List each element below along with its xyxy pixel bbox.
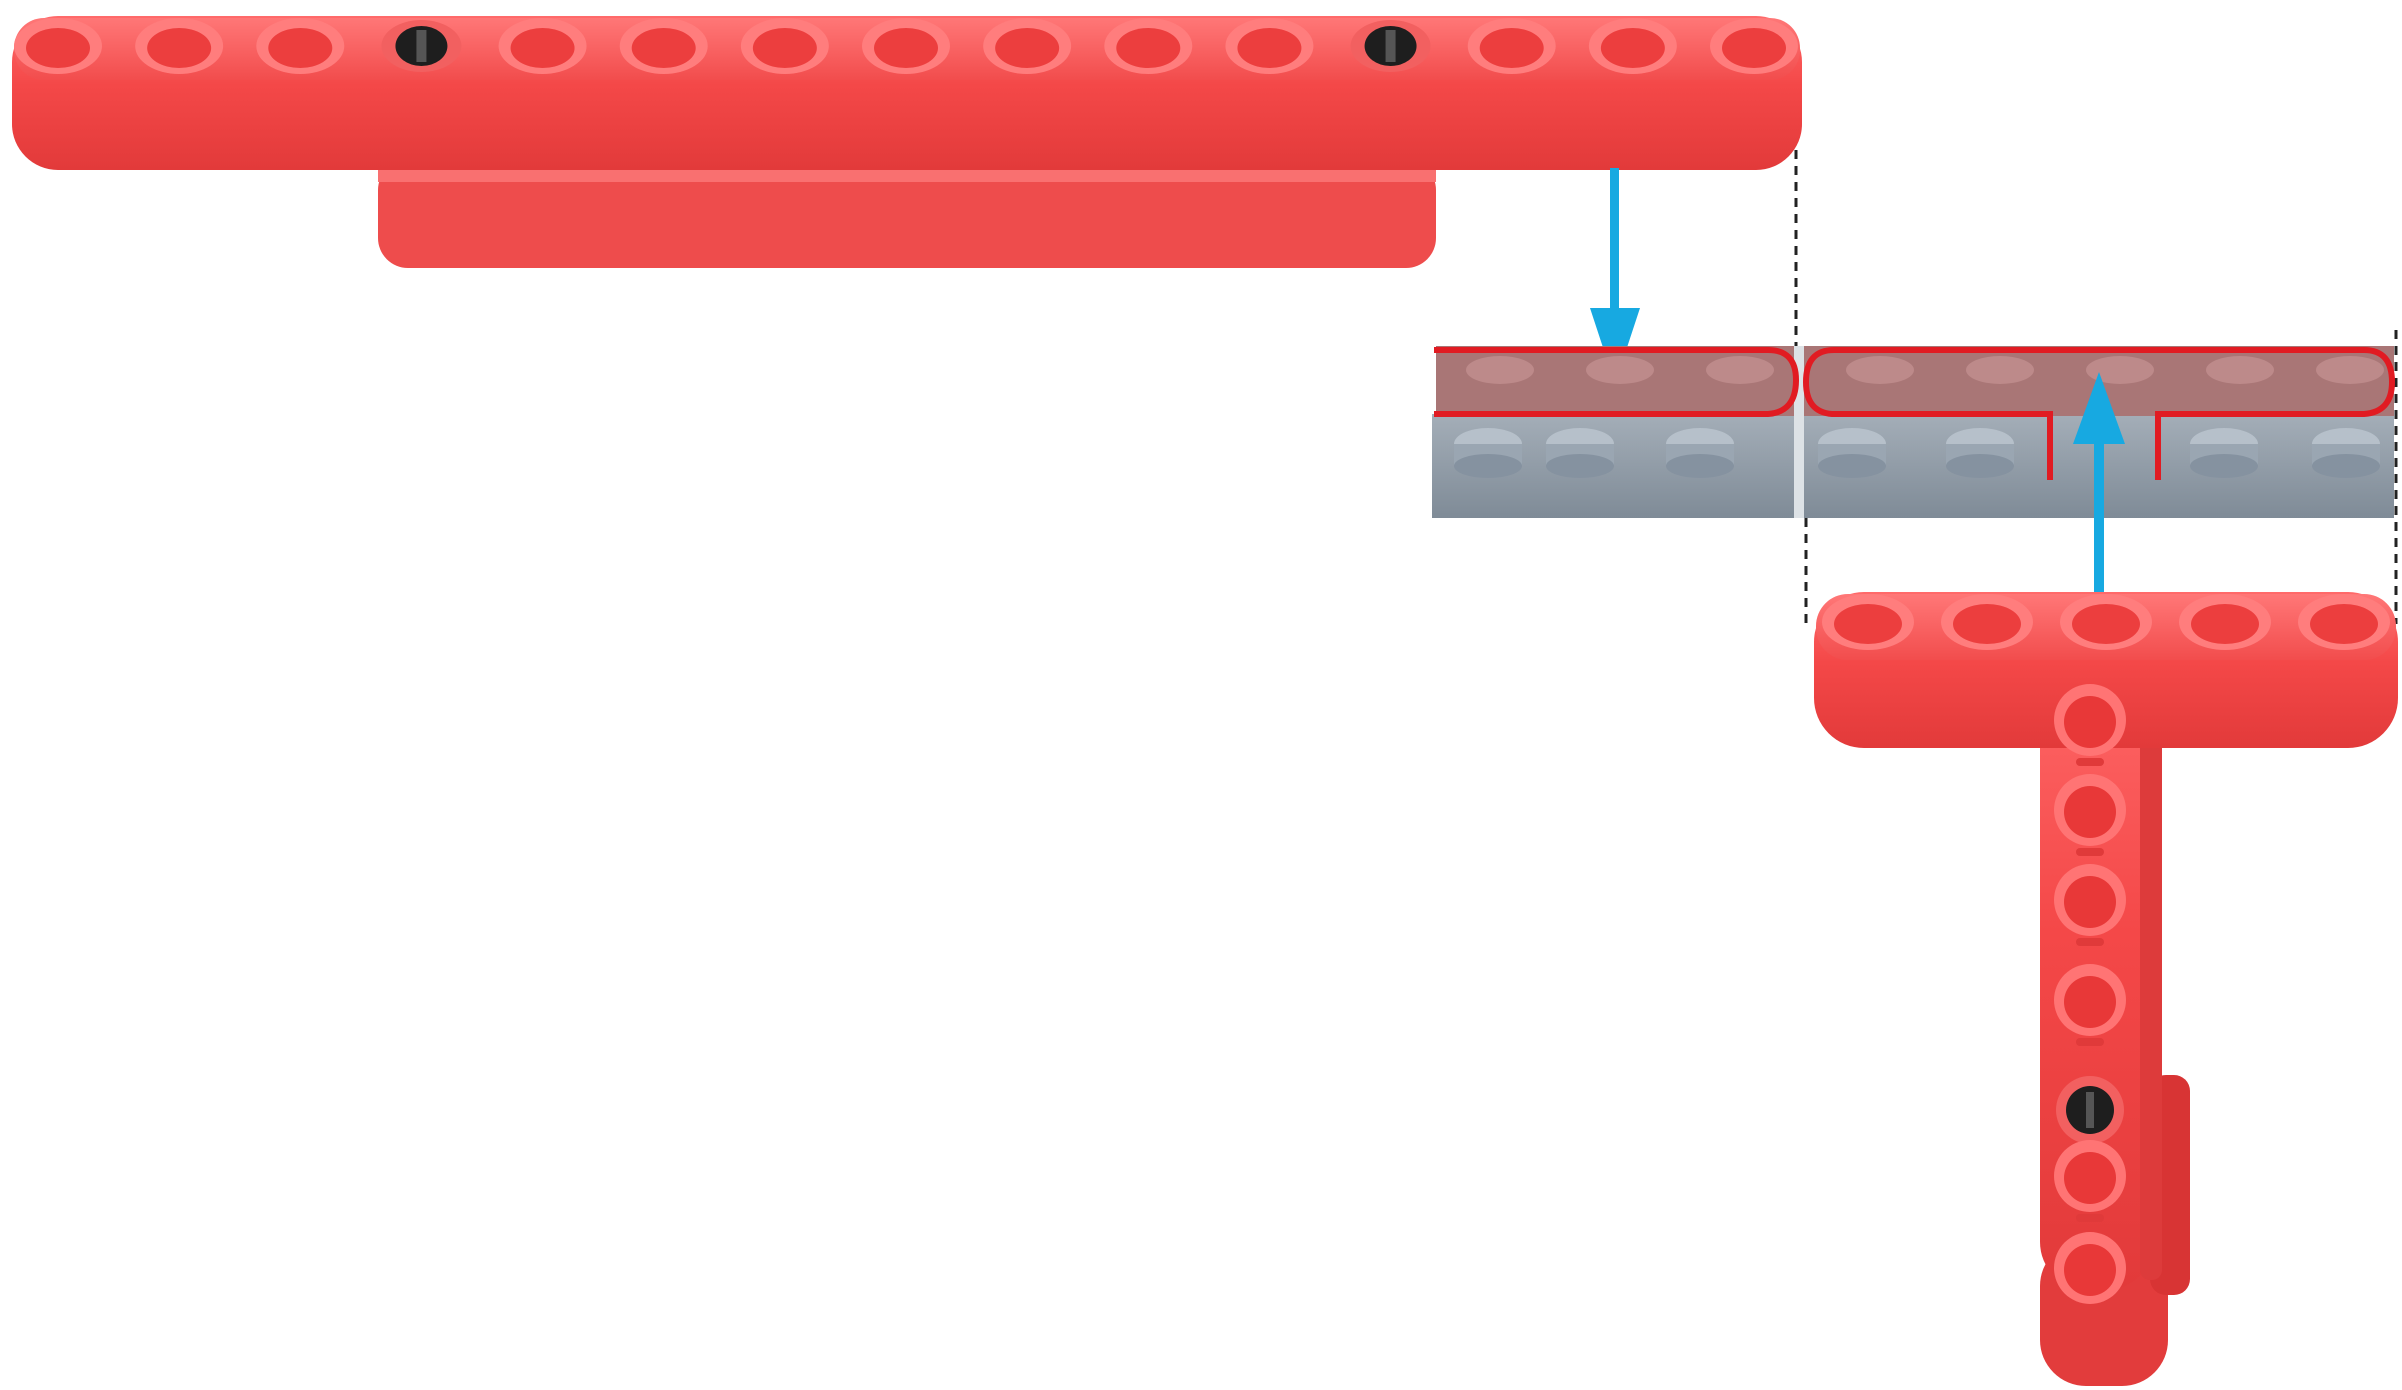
brown-stud [1966, 356, 2034, 384]
t-beam-notch [2076, 1038, 2104, 1046]
beam-hole [511, 28, 575, 68]
brown-stud [1706, 356, 1774, 384]
long-beam-holes [14, 18, 1798, 74]
beam-hole [874, 28, 938, 68]
brown-stud [1586, 356, 1654, 384]
beam-hole [1237, 28, 1301, 68]
t-beam-hole [2310, 604, 2378, 644]
brown-stud [2206, 356, 2274, 384]
pin-slot [2086, 1092, 2094, 1128]
t-beam-hole [2064, 786, 2116, 838]
t-beam-hole [2064, 976, 2116, 1028]
gray-stud-base [1454, 454, 1522, 478]
t-beam-hole [2064, 1152, 2116, 1204]
t-beam-notch [2076, 938, 2104, 946]
pin-slot [1386, 30, 1396, 62]
beam-hole [147, 28, 211, 68]
t-beam-hole [1953, 604, 2021, 644]
t-beam-hole [2191, 604, 2259, 644]
gray-stud-base [1666, 454, 1734, 478]
long-beam [12, 16, 1802, 268]
beam-hole [995, 28, 1059, 68]
t-beam-hole [2072, 604, 2140, 644]
beam-hole [1722, 28, 1786, 68]
beam-hole [1601, 28, 1665, 68]
gray-stud-base [1946, 454, 2014, 478]
beam-hole [26, 28, 90, 68]
t-beam-notch [2076, 758, 2104, 766]
brown-stud [1846, 356, 1914, 384]
beam-hole [1480, 28, 1544, 68]
t-beam-hole [2064, 876, 2116, 928]
t-beam-notch [2076, 848, 2104, 856]
beam-hole [753, 28, 817, 68]
gray-stud-base [1818, 454, 1886, 478]
brown-stud [1466, 356, 1534, 384]
t-beam [1814, 592, 2398, 1386]
beam-hole [268, 28, 332, 68]
t-beam-notch [2076, 1214, 2104, 1222]
brown-stud [2316, 356, 2384, 384]
t-beam-hole [2064, 696, 2116, 748]
gray-stud-base [2312, 454, 2380, 478]
gray-stud-base [1546, 454, 1614, 478]
gray-stud-base [2190, 454, 2258, 478]
beam-hole [632, 28, 696, 68]
beam-hole [1116, 28, 1180, 68]
t-beam-stem-edge [2140, 690, 2162, 1280]
plate-assembly [1432, 346, 2394, 518]
pin-slot [416, 30, 426, 62]
t-beam-hole [1834, 604, 1902, 644]
t-beam-hole [2064, 1244, 2116, 1296]
